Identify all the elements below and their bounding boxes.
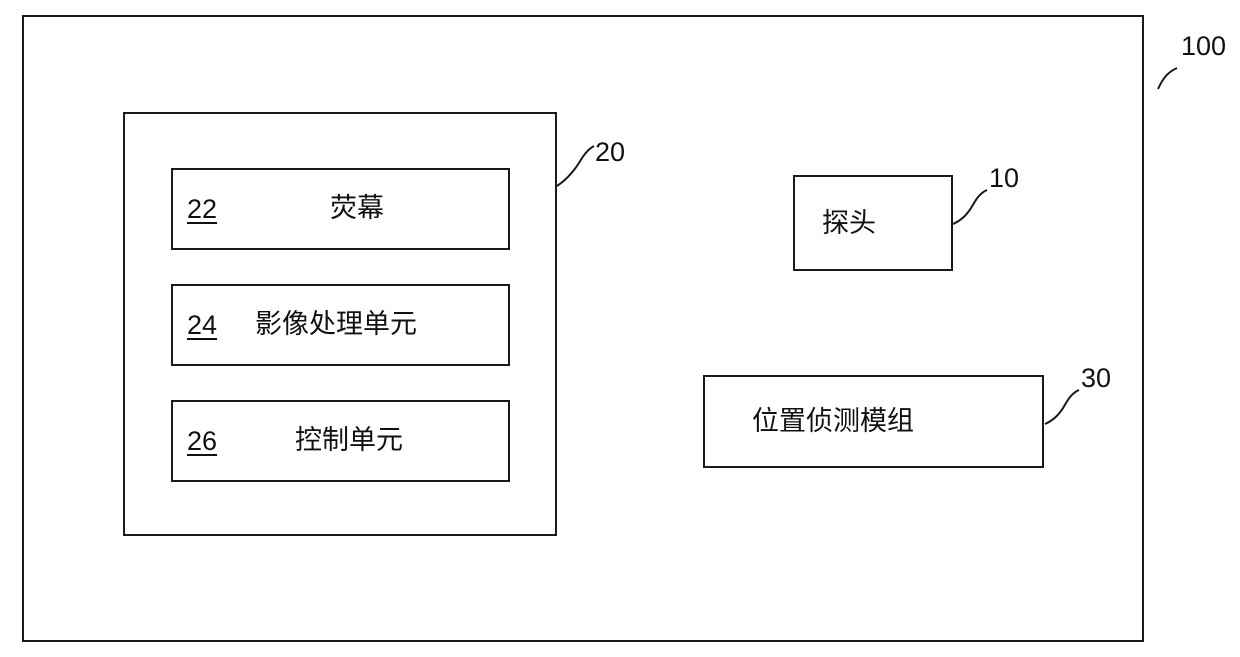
ref-number-10: 10 [989, 163, 1020, 193]
label-image-processing-unit: 影像处理单元 [255, 309, 417, 339]
label-position-detection-module: 位置侦测模组 [752, 406, 914, 436]
ref-number-24: 24 [187, 310, 218, 340]
label-screen: 荧幕 [330, 193, 384, 223]
system-boundary-100 [22, 15, 1144, 642]
ref-number-30: 30 [1081, 363, 1112, 393]
ref-number-20: 20 [595, 137, 626, 167]
block-control-unit [171, 400, 510, 482]
label-probe: 探头 [822, 208, 876, 238]
block-display-device [123, 112, 557, 536]
block-screen [171, 168, 510, 250]
label-control-unit: 控制单元 [295, 425, 403, 455]
block-probe [793, 175, 953, 271]
block-position-detection-module [703, 375, 1044, 468]
ref-number-26: 26 [187, 426, 218, 456]
block-image-processing-unit [171, 284, 510, 366]
leader-line-100 [1157, 67, 1178, 90]
ref-number-22: 22 [187, 194, 218, 224]
ref-number-100: 100 [1181, 31, 1227, 61]
